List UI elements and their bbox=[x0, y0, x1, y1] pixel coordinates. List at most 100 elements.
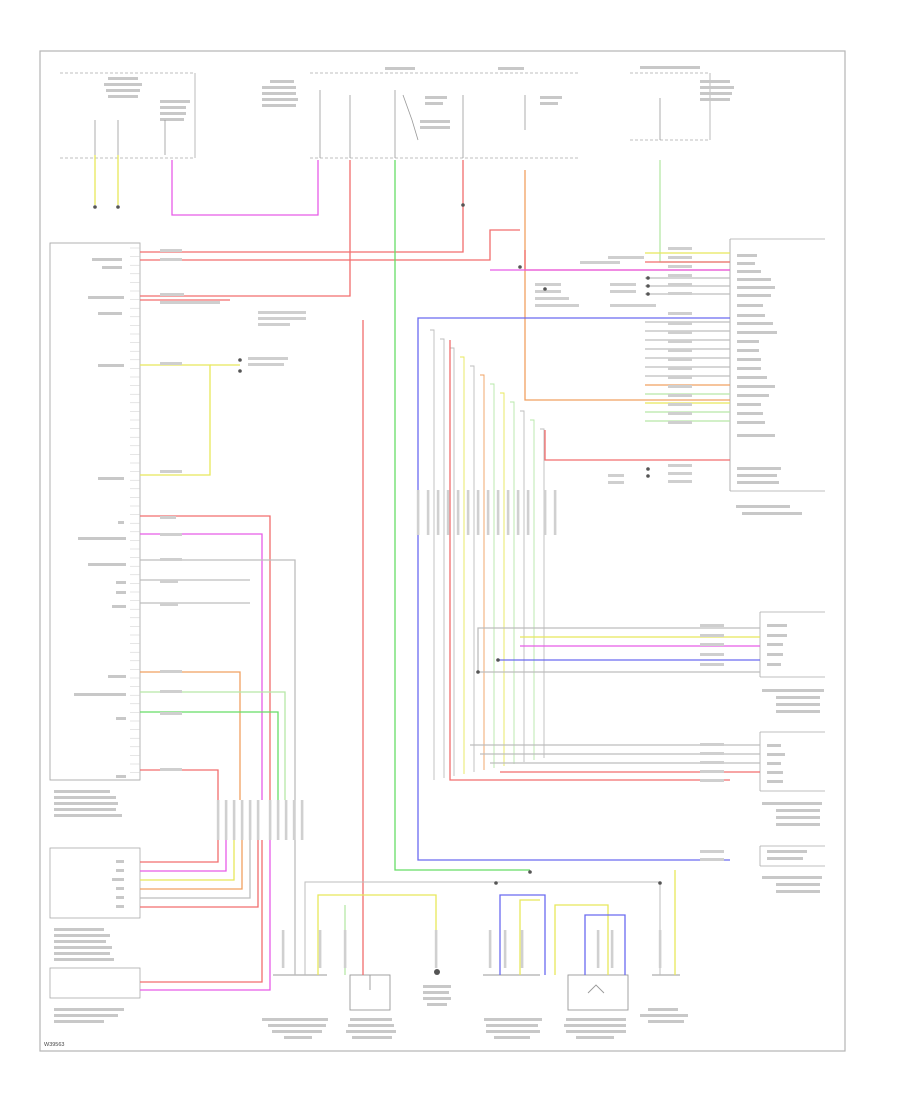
harness-tag-4 bbox=[248, 800, 252, 840]
fuse-elements bbox=[94, 90, 661, 158]
harness-tag-16 bbox=[466, 490, 470, 535]
harness-tag-19 bbox=[496, 490, 500, 535]
right-module-block bbox=[729, 238, 825, 492]
junction-dot-13 bbox=[496, 658, 500, 662]
bottom-modules bbox=[273, 969, 680, 1011]
wire-bundle-9 bbox=[520, 410, 525, 762]
harness-tag-12 bbox=[426, 490, 430, 535]
bottom-tag-3 bbox=[434, 930, 438, 968]
wire-red-ignition bbox=[140, 160, 351, 297]
junction-dot-17 bbox=[494, 881, 498, 885]
right-sensor-blocks bbox=[759, 611, 825, 867]
wire-orange-1 bbox=[524, 170, 730, 401]
bottom-tag-8 bbox=[610, 930, 614, 968]
junction-dot-8 bbox=[646, 292, 650, 296]
junction-dot-5 bbox=[518, 265, 522, 269]
wire-bottom-yellow-2 bbox=[519, 899, 540, 975]
junction-dot-10 bbox=[646, 467, 650, 471]
harness-tag-15 bbox=[456, 490, 460, 535]
harness-tag-0 bbox=[216, 800, 220, 840]
junction-dot-15 bbox=[435, 970, 439, 974]
wire-bundle-0 bbox=[430, 329, 435, 780]
bottom-tag-4 bbox=[488, 930, 492, 968]
junction-dot-12 bbox=[476, 670, 480, 674]
wire-bundle-3 bbox=[460, 356, 465, 774]
wire-bottom-blue-2 bbox=[584, 914, 626, 975]
bottom-tag-6 bbox=[520, 930, 524, 968]
left-connector-block bbox=[49, 242, 141, 781]
bottom-tag-0 bbox=[281, 930, 285, 968]
harness-tag-17 bbox=[476, 490, 480, 535]
left-block-pins bbox=[130, 247, 140, 773]
right-sensor-labels bbox=[762, 624, 824, 893]
wire-module-red bbox=[140, 840, 219, 863]
bottom-tag-7 bbox=[596, 930, 600, 968]
wire-green-left-2 bbox=[140, 711, 279, 800]
wire-bundle-2 bbox=[450, 347, 455, 776]
bottom-tag-2 bbox=[343, 930, 347, 968]
wire-red-power-2 bbox=[140, 229, 520, 261]
junction-dot-2 bbox=[238, 358, 242, 362]
harness-tag-21 bbox=[516, 490, 520, 535]
harness-tag-10 bbox=[300, 800, 304, 840]
diagram-frame bbox=[39, 50, 846, 1052]
wires bbox=[94, 155, 760, 991]
harness-tag-11 bbox=[416, 490, 420, 535]
wire-bottom-yellow bbox=[317, 894, 437, 975]
bottom-tag-9 bbox=[658, 930, 662, 968]
wire-module-orange bbox=[140, 840, 243, 890]
top-power-boxes bbox=[60, 72, 711, 159]
bottom-left-labels bbox=[54, 860, 124, 1023]
wire-green-right-top bbox=[659, 160, 730, 263]
wire-bundle-5 bbox=[480, 374, 485, 770]
wire-sensor-1 bbox=[477, 627, 760, 672]
harness-tag-8 bbox=[284, 800, 288, 840]
junction-dot-11 bbox=[646, 474, 650, 478]
wire-bundle-11 bbox=[540, 428, 545, 758]
harness-tags bbox=[216, 490, 662, 968]
wire-module-gray bbox=[140, 840, 251, 899]
junction-dot-0 bbox=[93, 205, 97, 209]
wire-red-left-bottom bbox=[140, 769, 219, 800]
harness-tag-20 bbox=[506, 490, 510, 535]
harness-tag-2 bbox=[232, 800, 236, 840]
wire-pink-left-1 bbox=[140, 533, 263, 800]
junction-dot-16 bbox=[658, 881, 662, 885]
junction-dot-7 bbox=[646, 284, 650, 288]
bottom-tag-1 bbox=[318, 930, 322, 968]
wire-bottom-pink bbox=[140, 840, 271, 991]
harness-tag-14 bbox=[446, 490, 450, 535]
harness-tag-7 bbox=[276, 800, 280, 840]
junction-dots bbox=[93, 203, 662, 974]
wire-labels bbox=[160, 247, 724, 861]
wire-bottom-harness bbox=[304, 881, 661, 975]
wire-red-loop bbox=[544, 430, 730, 461]
wire-module-pink bbox=[140, 840, 227, 872]
left-block-labels bbox=[54, 258, 126, 817]
junction-dot-1 bbox=[116, 205, 120, 209]
wire-green-left bbox=[140, 691, 286, 800]
junction-dot-14 bbox=[528, 870, 532, 874]
wire-bottom-red bbox=[140, 840, 263, 983]
junction-dot-3 bbox=[238, 369, 242, 373]
wire-yellow-loop bbox=[140, 364, 211, 476]
wire-bundle-6 bbox=[490, 383, 495, 768]
harness-tag-13 bbox=[436, 490, 440, 535]
junction-dot-6 bbox=[646, 276, 650, 280]
wire-red-lower bbox=[449, 340, 730, 781]
wire-red-power-1 bbox=[140, 160, 464, 253]
wire-blue-loop bbox=[417, 317, 730, 861]
wire-module-red-2 bbox=[140, 840, 259, 908]
wire-bundle-8 bbox=[510, 401, 515, 764]
bottom-module-labels bbox=[262, 985, 688, 1039]
harness-tag-3 bbox=[240, 800, 244, 840]
harness-tag-22 bbox=[526, 490, 530, 535]
bottom-left-modules bbox=[49, 847, 141, 999]
wire-bundle-4 bbox=[470, 365, 475, 772]
right-module-labels bbox=[736, 254, 802, 515]
wire-bottom-yellow-3 bbox=[554, 904, 609, 975]
wire-bottom-blue bbox=[499, 894, 546, 975]
harness-tag-5 bbox=[256, 800, 260, 840]
junction-dot-4 bbox=[461, 203, 465, 207]
